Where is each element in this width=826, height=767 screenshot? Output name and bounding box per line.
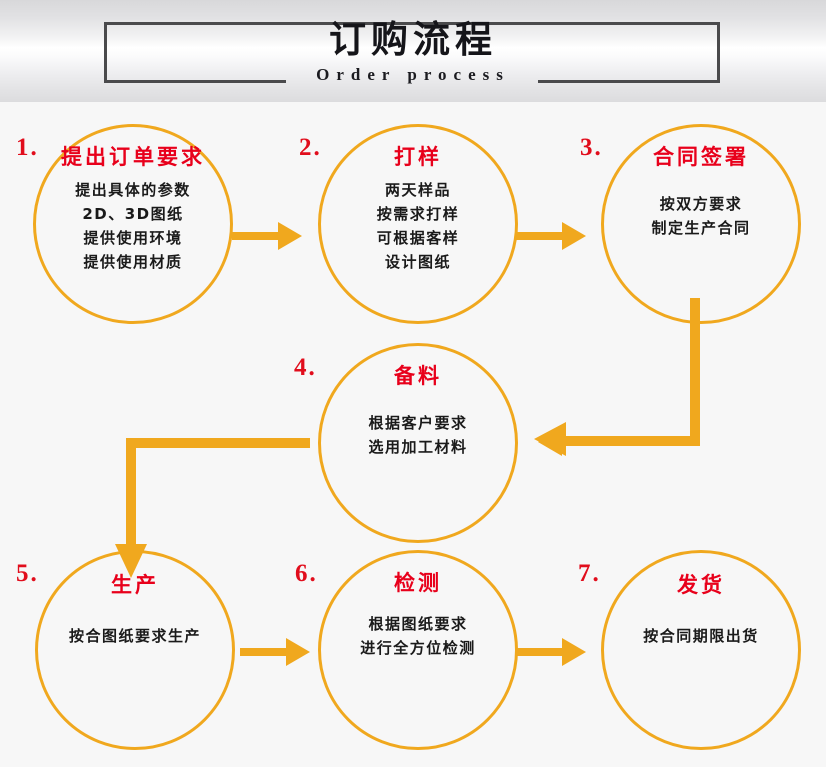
step-4-spacer bbox=[318, 397, 518, 411]
step-1-content: 提出订单要求 提出具体的参数 2D、3D图纸 提供使用环境 提供使用材质 bbox=[33, 144, 233, 274]
page-title: 订购流程 bbox=[329, 18, 497, 61]
step-6-circle bbox=[318, 550, 518, 750]
step-5-line-1: 按合图纸要求生产 bbox=[68, 627, 201, 645]
header-frame-rule-left bbox=[104, 80, 286, 83]
step-7-content: 发货 按合同期限出货 bbox=[601, 572, 801, 648]
step-5-circle bbox=[35, 550, 235, 750]
step-2-content: 打样 两天样品 按需求打样 可根据客样 设计图纸 bbox=[318, 144, 518, 274]
step-3-number: 3. bbox=[580, 134, 603, 161]
step-1-line-1: 提出具体的参数 bbox=[75, 181, 191, 199]
step-5-title: 生产 bbox=[111, 573, 159, 597]
arrow-step1-to-step2 bbox=[232, 222, 302, 250]
step-7-title: 发货 bbox=[677, 573, 725, 597]
step-3-line-2: 制定生产合同 bbox=[651, 219, 751, 237]
step-3-line-1: 按双方要求 bbox=[659, 195, 743, 213]
step-3-circle bbox=[601, 124, 801, 324]
arrow-step5-to-step6 bbox=[240, 638, 310, 666]
header-banner: 订购流程 Order process bbox=[0, 0, 826, 102]
step-4-line-1: 根据客户要求 bbox=[368, 414, 468, 432]
step-1-circle bbox=[33, 124, 233, 324]
step-2-number: 2. bbox=[299, 134, 322, 161]
header-frame-border bbox=[104, 22, 720, 83]
step-2-line-4: 设计图纸 bbox=[384, 253, 451, 271]
order-process-flow: 1. 提出订单要求 提出具体的参数 2D、3D图纸 提供使用环境 提供使用材质 … bbox=[0, 102, 826, 767]
step-5-spacer bbox=[35, 606, 235, 624]
arrow-step2-to-step3 bbox=[516, 222, 586, 250]
step-5-content: 生产 按合图纸要求生产 bbox=[35, 572, 235, 648]
step-6-line-1: 根据图纸要求 bbox=[368, 615, 468, 633]
step-7-line-1: 按合同期限出货 bbox=[643, 627, 759, 645]
step-6-line-2: 进行全方位检测 bbox=[360, 639, 476, 657]
step-7-circle bbox=[601, 550, 801, 750]
step-1-line-2: 2D、3D图纸 bbox=[82, 205, 184, 223]
header-frame-rule-right bbox=[538, 80, 720, 83]
step-1-title: 提出订单要求 bbox=[61, 145, 205, 169]
step-4-circle bbox=[318, 343, 518, 543]
step-6-spacer bbox=[318, 604, 518, 612]
step-2-line-3: 可根据客样 bbox=[376, 229, 460, 247]
step-6-number: 6. bbox=[295, 560, 318, 587]
step-4-number: 4. bbox=[294, 354, 317, 381]
step-3-content: 合同签署 按双方要求 制定生产合同 bbox=[601, 144, 801, 240]
step-4-title: 备料 bbox=[394, 364, 442, 388]
step-2-title: 打样 bbox=[394, 145, 442, 169]
arrow-step3-to-step4 bbox=[534, 298, 700, 456]
step-6-title: 检测 bbox=[394, 571, 442, 595]
step-7-spacer bbox=[601, 606, 801, 624]
page-subtitle: Order process bbox=[316, 65, 510, 84]
step-4-content: 备料 根据客户要求 选用加工材料 bbox=[318, 363, 518, 459]
step-1-number: 1. bbox=[16, 134, 39, 161]
step-2-line-2: 按需求打样 bbox=[376, 205, 460, 223]
step-3-spacer bbox=[601, 178, 801, 192]
step-4-line-2: 选用加工材料 bbox=[368, 438, 468, 456]
step-1-line-3: 提供使用环境 bbox=[83, 229, 183, 247]
arrow-step6-to-step7 bbox=[516, 638, 586, 666]
step-1-line-4: 提供使用材质 bbox=[83, 253, 183, 271]
step-3-title: 合同签署 bbox=[653, 145, 749, 169]
step-7-number: 7. bbox=[578, 560, 601, 587]
step-6-content: 检测 根据图纸要求 进行全方位检测 bbox=[318, 570, 518, 660]
step-2-line-1: 两天样品 bbox=[384, 181, 451, 199]
step-5-number: 5. bbox=[16, 560, 39, 587]
step-2-circle bbox=[318, 124, 518, 324]
